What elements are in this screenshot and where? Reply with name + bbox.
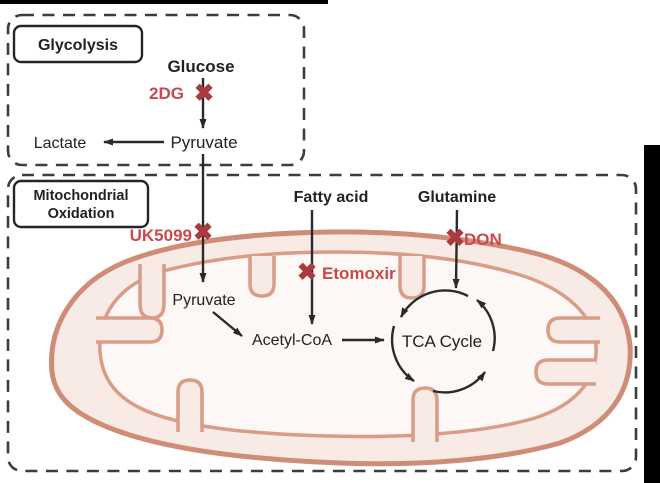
pyruvate-cytosol-label: Pyruvate (170, 133, 237, 152)
two-dg-inhibition-x-icon: ✖ (194, 80, 214, 107)
tca-cycle-label: TCA Cycle (402, 332, 482, 351)
glutamine-label: Glutamine (418, 189, 496, 206)
don-inhibitor-label: DON (464, 230, 502, 249)
glycolysis-region-border (6, 13, 306, 167)
arrow-glutamine-to-tca (452, 209, 460, 289)
crista-top-mid-left (248, 256, 276, 298)
mitochondrial-oxidation-region-border (6, 173, 638, 473)
tca-cycle-arc-left (390, 325, 415, 382)
tca-cycle-arc-bottom (432, 371, 486, 394)
top-black-bar (0, 0, 328, 4)
two-dg-inhibitor-label: 2DG (149, 84, 184, 103)
uk5099-inhibitor-label: UK5099 (130, 226, 192, 245)
mitochondrial-oxidation-label-line2: Oxidation (48, 206, 115, 222)
right-black-bar (644, 145, 660, 483)
uk5099-inhibition-x-icon: ✖ (193, 219, 213, 246)
pyruvate-mitochondria-label: Pyruvate (172, 292, 235, 309)
etomoxir-inhibition-x-icon: ✖ (297, 259, 317, 286)
mitochondrial-oxidation-label-box (12, 179, 150, 229)
crista-right-lower (534, 358, 596, 386)
glycolysis-label: Glycolysis (38, 37, 118, 54)
pathway-arrows (103, 78, 496, 394)
mitochondrial-oxidation-label-line1: Mitochondrial (33, 188, 128, 204)
acetyl-coa-label: Acetyl-CoA (252, 332, 332, 349)
mitochondrion-inner-membrane (98, 250, 598, 439)
tca-cycle-arc-top (399, 289, 469, 318)
glucose-label: Glucose (167, 57, 234, 76)
mitochondrion-illustration (49, 229, 633, 467)
arrow-pyruvate-to-acetyl-coa (212, 311, 243, 337)
glycolysis-label-box (12, 24, 144, 64)
crista-left (96, 316, 164, 344)
tca-cycle-arc-right (476, 299, 496, 352)
lactate-label: Lactate (34, 135, 87, 152)
fatty-acid-label: Fatty acid (294, 189, 369, 206)
crista-top-left (138, 264, 166, 320)
crista-bottom-left (176, 378, 204, 432)
etomoxir-inhibitor-label: Etomoxir (322, 264, 396, 283)
crista-bottom-right (411, 386, 439, 442)
crista-top-mid-right (398, 256, 426, 300)
don-inhibition-x-icon: ✖ (445, 225, 465, 252)
crista-right-upper (546, 316, 600, 344)
